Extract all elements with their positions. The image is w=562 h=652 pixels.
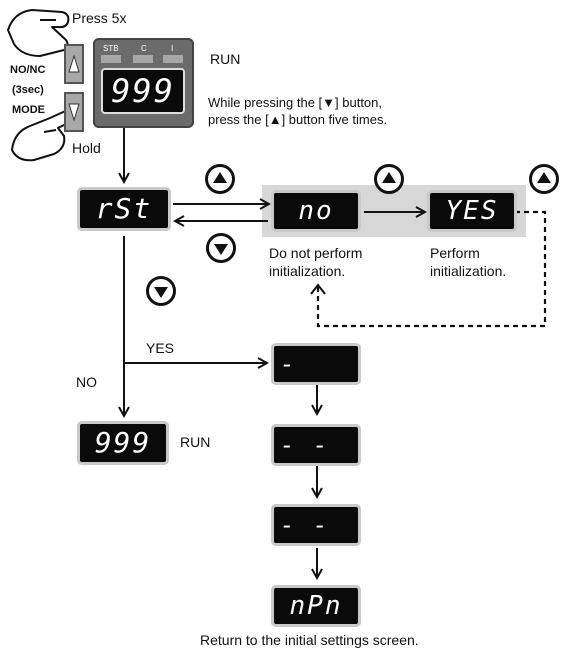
branch-no-label: NO [76,374,97,390]
hold-label: Hold [72,140,101,156]
display-npn-value: nPn [289,591,343,621]
up-button-icon [205,164,235,194]
up-button-icon [529,164,559,194]
indicator-label-i: I [171,44,174,53]
display-yes-value: YES [445,196,499,226]
display-yes: YES [430,193,514,229]
up-triangle-icon [68,54,80,73]
down-triangle-icon [68,103,80,122]
up-button-icon [374,164,404,194]
device-panel: STB C I 999 [93,38,194,128]
branch-yes-label: YES [146,340,175,356]
indicator-led [133,55,153,63]
up-button[interactable] [64,44,84,84]
display-run: 999 [80,424,166,462]
instruction-line1: While pressing the [▼] button, [208,95,383,110]
display-progress-3-value: - - - [280,511,330,575]
footer-caption: Return to the initial settings screen. [200,632,419,648]
indicator-led [163,55,183,63]
side-label-nonc: NO/NC [10,64,46,76]
display-run-value: 999 [94,426,152,459]
run-result-label: RUN [180,434,211,450]
hand-icon [7,9,70,57]
no-desc-line1: Do not perform [269,245,363,261]
display-progress-1: - [274,346,358,382]
indicator-label-stb: STB [103,44,119,53]
display-progress-3: - - - [274,507,358,575]
instruction-line2: press the [▲] button five times. [208,112,388,127]
display-no: no [274,193,358,229]
display-progress-2: - - [274,427,358,463]
side-label-3sec: (3sec) [12,84,44,96]
dashed-return [316,210,547,328]
indicator-label-c: C [141,44,147,53]
side-label-mode: MODE [12,104,45,116]
device-display: 999 [103,70,183,112]
down-button-icon [206,233,236,263]
dashed-return-head [310,283,326,295]
down-button[interactable] [64,92,84,132]
display-progress-1-value: - [280,350,297,378]
no-desc-line2: initialization. [269,263,346,279]
display-no-value: no [298,196,334,226]
display-npn: nPn [274,588,358,624]
indicator-strip: STB C I [101,44,187,66]
display-rst: rSt [80,190,168,228]
display-progress-2-value: - - [280,431,330,459]
down-button-icon [146,276,176,306]
press-label: Press 5x [72,10,127,26]
run-label-top: RUN [210,51,241,67]
display-rst-value: rSt [95,192,153,225]
yes-desc-line1: Perform [430,245,480,261]
yes-desc-line2: initialization. [430,263,507,279]
device-display-value: 999 [111,72,175,110]
indicator-led [101,55,121,63]
